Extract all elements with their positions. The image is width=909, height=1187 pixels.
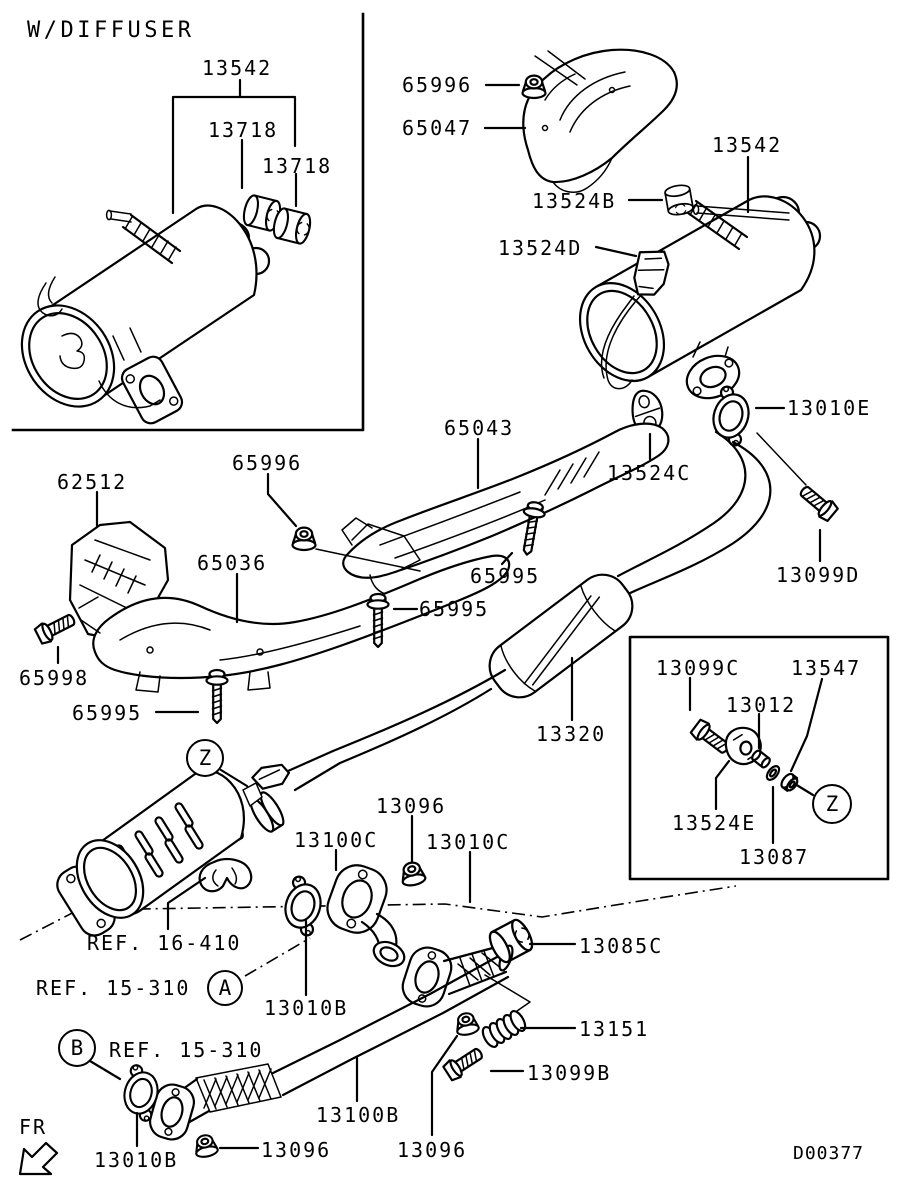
bolt-13099D (795, 480, 841, 524)
part-label-13010C: 13010C (426, 830, 511, 854)
front-direction-label: FR (19, 1115, 48, 1139)
part-label-zbox-13524E: 13524E (672, 811, 757, 835)
pipe-resonator-to-converter (286, 668, 507, 792)
part-label-13096-top: 13096 (376, 794, 447, 818)
front-pipe-13100B (117, 955, 510, 1141)
center-muffler-13320 (488, 573, 634, 699)
callout-z-detail: Z (812, 784, 852, 824)
part-label-62512: 62512 (57, 470, 128, 494)
inset-variant-title: W/DIFFUSER (27, 18, 195, 43)
part-label-zbox-13099C: 13099C (656, 656, 741, 680)
part-label-ref-16-410: REF. 16-410 (87, 931, 242, 955)
heat-shield-65047 (522, 48, 678, 194)
tailpipe-clamps-13718 (240, 192, 314, 247)
part-label-zbox-13012: 13012 (726, 693, 797, 717)
part-label-13096-bottom-left: 13096 (261, 1138, 332, 1162)
part-label-65036: 65036 (197, 551, 268, 575)
part-label-13524C: 13524C (607, 461, 692, 485)
part-label-13099B: 13099B (527, 1061, 612, 1085)
hanger-rubber-13524B (663, 182, 695, 218)
spring-13151 (481, 1009, 527, 1049)
phantom-center-lines (19, 885, 737, 977)
inset-rear-muffler-diffuser (20, 204, 271, 425)
catalytic-converter (56, 769, 253, 937)
part-label-13151: 13151 (579, 1017, 650, 1041)
callout-ref-a: A (207, 970, 243, 1006)
screw-65995-left (205, 668, 229, 725)
part-label-13096-bottom-right: 13096 (397, 1138, 468, 1162)
nut-13096-bottom-right (452, 1010, 481, 1038)
part-label-13320: 13320 (536, 722, 607, 746)
callout-ref-b: B (58, 1029, 96, 1067)
bolt-65998 (32, 608, 79, 647)
part-label-13010B-upper: 13010B (264, 996, 349, 1020)
inset-box-border (11, 12, 365, 432)
fr-direction-arrow (18, 1141, 59, 1176)
center-pipe-13100C (277, 859, 428, 968)
z-detail-box-border (628, 635, 890, 881)
part-label-inset-13718-lower: 13718 (262, 154, 333, 178)
part-label-65047: 65047 (402, 116, 473, 140)
part-label-65995-mid: 65995 (419, 597, 490, 621)
leader-lines (56, 50, 824, 1150)
part-label-zbox-13547: 13547 (791, 656, 862, 680)
hanger-bracket-13524D (633, 250, 670, 296)
nut-13096-bottom-left (191, 1132, 220, 1160)
part-label-13100C: 13100C (294, 828, 379, 852)
part-label-zbox-13087: 13087 (739, 845, 810, 869)
part-label-65996-mid: 65996 (232, 451, 303, 475)
z-joint-flange-parts (242, 763, 291, 833)
z-detail-parts (688, 717, 799, 792)
part-label-65998: 65998 (19, 666, 90, 690)
part-label-65995-center: 65995 (470, 564, 541, 588)
pipe-rear-muffler-to-resonator (616, 430, 772, 596)
part-label-ref-15-310-b: REF. 15-310 (109, 1038, 264, 1062)
part-label-13524D: 13524D (498, 236, 583, 260)
part-label-13099D: 13099D (776, 563, 861, 587)
part-label-inset-13542: 13542 (202, 56, 273, 80)
part-label-13524B: 13524B (532, 189, 617, 213)
rear-muffler-13542 (578, 195, 822, 400)
drawing-code: D00377 (793, 1143, 865, 1164)
part-label-13100B: 13100B (316, 1103, 401, 1127)
part-label-13542-rear: 13542 (712, 133, 783, 157)
nut-65996-mid (291, 526, 317, 552)
callout-z-joint: Z (186, 739, 224, 777)
part-label-13010B-lower: 13010B (94, 1148, 179, 1172)
part-label-13010E: 13010E (787, 396, 872, 420)
part-label-65996-top: 65996 (402, 73, 473, 97)
part-label-13085C: 13085C (579, 934, 664, 958)
heat-shield-65036 (92, 523, 511, 693)
part-label-ref-15-310-a: REF. 15-310 (36, 976, 191, 1000)
part-label-65043: 65043 (444, 416, 515, 440)
part-label-65995-left: 65995 (72, 701, 143, 725)
front-pipe-joint (401, 915, 538, 1008)
part-label-inset-13718-upper: 13718 (208, 118, 279, 142)
